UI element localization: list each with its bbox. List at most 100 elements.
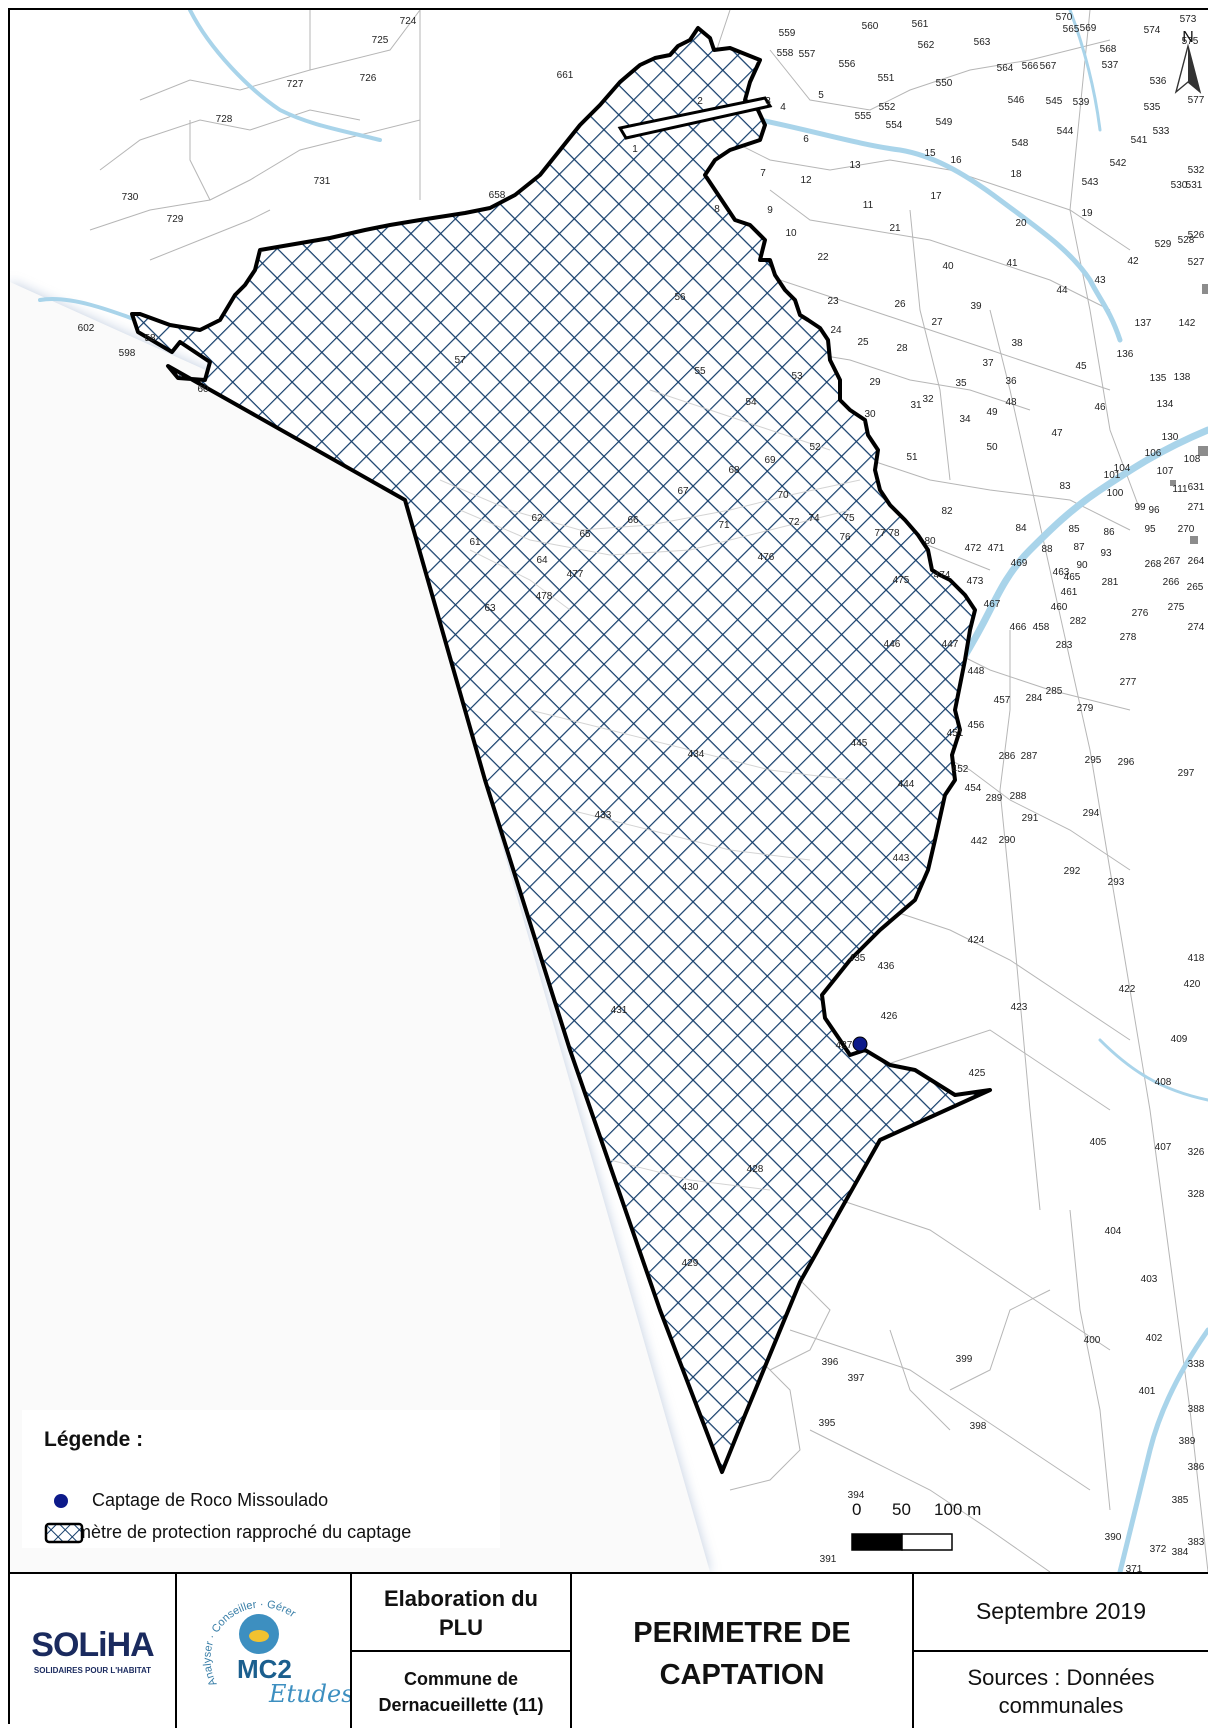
parcel-label: 3 [765,96,771,107]
parcel-label: 407 [1155,1142,1172,1153]
parcel-label: 68 [728,465,740,476]
parcel-label: 39 [970,301,982,312]
parcel-label: 543 [1082,177,1099,188]
buildings [1170,284,1208,544]
parcel-label: 631 [1188,482,1205,493]
parcel-label: 90 [1076,560,1088,571]
parcel-label: 532 [1188,165,1205,176]
legend: Légende : Captage de Roco Missoulado Pér… [22,1410,500,1548]
parcel-label: 560 [862,21,879,32]
parcel-label: 275 [1168,602,1185,613]
mc2-script: Etudes [268,1680,350,1708]
parcel-label: 554 [886,120,903,131]
parcel-label: 58 [144,333,156,344]
parcel-label: 12 [800,175,812,186]
parcel-label: 17 [930,191,942,202]
parcel-label: 726 [360,73,377,84]
parcel-label: 391 [820,1554,837,1565]
internal-parcel-lines [439,389,861,1191]
parcel-label: 19 [1081,208,1093,219]
parcel-label: 454 [965,783,982,794]
parcel-label: 728 [216,114,233,125]
parcel-label: 45 [1075,361,1087,372]
parcel-label: 458 [1033,622,1050,633]
parcel-label: 106 [1145,448,1162,459]
parcel-label: 36 [1005,376,1017,387]
parcel-label: 2 [697,96,703,107]
parcel-label: 291 [1022,813,1039,824]
mc2-name: MC2 [237,1654,292,1684]
parcel-label: 388 [1188,1404,1205,1415]
parcel-label: 25 [857,337,869,348]
protection-perimeter-area[interactable] [130,26,992,1474]
parcel-label: 326 [1188,1147,1205,1158]
north-arrow: N [1170,20,1206,100]
parcel-label: 442 [971,836,988,847]
mc2-logo-cell: Analyser · Conseiller · Gérer MC2 Etudes [177,1574,354,1728]
parcel-label: 69 [764,455,776,466]
parcel-label: 47 [1051,428,1063,439]
parcel-label: 461 [1061,587,1078,598]
parcel-label: 76 [839,532,851,543]
parcel-label: 86 [1103,527,1115,538]
parcel-label: 23 [827,296,839,307]
parcel-label: 474 [934,570,951,581]
north-letter: N [1182,29,1194,46]
parcel-label: 452 [952,764,969,775]
capture-point-icon [54,1493,68,1508]
parcel-label: 37 [982,358,994,369]
parcel-label: 478 [536,591,553,602]
map-title: PERIMETRE DE CAPTATION [633,1617,851,1691]
parcel-label: 11 [863,200,874,211]
parcel-label: 401 [1139,1386,1156,1397]
map-canvas[interactable]: 7247257267277287297307316616582134567891… [10,10,1208,1572]
parcel-label: 28 [896,343,908,354]
parcel-label: 46 [1094,402,1106,413]
parcel-label: 15 [924,148,936,159]
parcel-label: 51 [906,452,918,463]
parcel-label: 270 [1178,524,1195,535]
parcel-label: 83 [1059,481,1071,492]
parcel-label: 396 [822,1357,839,1368]
capture-point-marker[interactable] [852,1036,868,1052]
hatch-swatch-icon [44,1522,84,1544]
parcel-label: 542 [1110,158,1127,169]
parcel-label: 429 [682,1258,699,1269]
parcel-label: 422 [1119,984,1136,995]
parcel-label: 447 [942,639,959,650]
scale-mid: 50 [892,1500,911,1519]
parcel-label: 286 [999,751,1016,762]
parcel-label: 420 [1184,979,1201,990]
parcel-label: 526 [1188,230,1205,241]
parcel-label: 104 [1114,463,1131,474]
parcel-label: 95 [1144,524,1156,535]
parcel-label: 53 [791,371,803,382]
parcel-label: 64 [536,555,548,566]
parcel-label: 54 [745,397,757,408]
parcel-label: 435 [849,953,866,964]
parcel-label: 451 [947,728,964,739]
parcel-label: 423 [1011,1002,1028,1013]
parcel-label: 88 [1041,544,1053,555]
parcel-label: 460 [1051,602,1068,613]
parcel-label: 43 [1094,275,1106,286]
parcel-label: 44 [1056,285,1068,296]
soliha-logo-cell: SOLiHA SOLIDAIRES POUR L'HABITAT [10,1574,177,1728]
parcel-label: 296 [1118,757,1135,768]
parcel-label: 456 [968,720,985,731]
parcel-label: 74 [808,513,820,524]
parcel-label: 338 [1188,1359,1205,1370]
parcel-label: 87 [1073,542,1085,553]
parcel-label: 93 [1100,548,1112,559]
parcel-label: 390 [1105,1532,1122,1543]
parcel-label: 533 [1153,126,1170,137]
parcel-label: 371 [1126,1564,1143,1572]
parcel-label: 63 [484,603,496,614]
parcel-label: 573 [1180,14,1197,25]
parcel-label: 729 [167,214,184,225]
parcel-label: 403 [1141,1274,1158,1285]
parcel-label: 42 [1127,256,1139,267]
